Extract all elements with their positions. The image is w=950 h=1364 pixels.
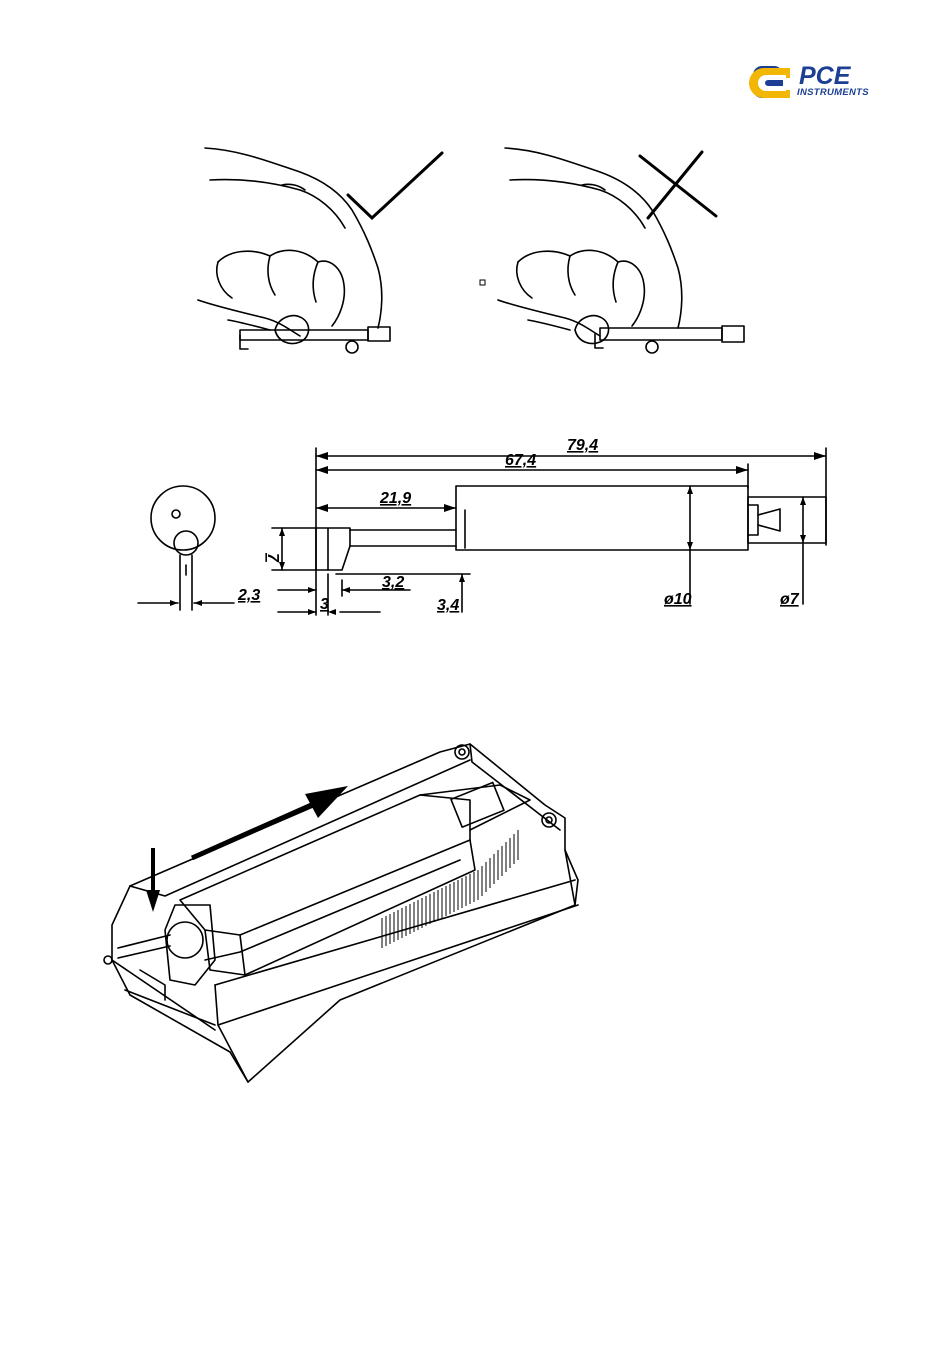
check-mark-icon xyxy=(348,153,442,218)
logo-brand-text: PCE xyxy=(799,62,852,90)
arrow-right-icon xyxy=(192,786,348,858)
probe-end-view: 2,3 xyxy=(138,486,260,610)
dim-21-9-label: 21,9 xyxy=(379,490,411,507)
logo-tagline-text: INSTRUMENTS xyxy=(797,87,869,98)
small-square-mark xyxy=(480,280,485,285)
dim-7-label: 7 xyxy=(264,553,281,563)
pce-logo: PCE INSTRUMENTS xyxy=(749,62,869,98)
dim-67-4-label: 67,4 xyxy=(505,452,536,469)
device-insertion-figure xyxy=(104,744,578,1082)
pce-logo-icon xyxy=(749,66,790,98)
arrow-down-icon xyxy=(146,848,160,912)
dim-2-3-label: 2,3 xyxy=(237,587,260,604)
dim-3-2-label: 3,2 xyxy=(382,574,404,591)
handling-figure xyxy=(198,148,744,353)
device-housing xyxy=(104,744,578,1082)
dim-dia-10-label: ø10 xyxy=(664,591,692,608)
dimension-drawing: 2,3 79,4 67,4 21,9 xyxy=(138,437,826,615)
dim-3-label: 3 xyxy=(320,596,329,613)
probe-side-view: 79,4 67,4 21,9 xyxy=(264,437,826,615)
dim-dia-7-label: ø7 xyxy=(780,591,800,608)
dim-79-4-label: 79,4 xyxy=(567,437,598,454)
dim-3-4-label: 3,4 xyxy=(437,597,459,614)
hand-wrong-illustration xyxy=(498,148,744,353)
hand-correct-illustration xyxy=(198,148,390,353)
probe-compartment xyxy=(118,782,530,1000)
